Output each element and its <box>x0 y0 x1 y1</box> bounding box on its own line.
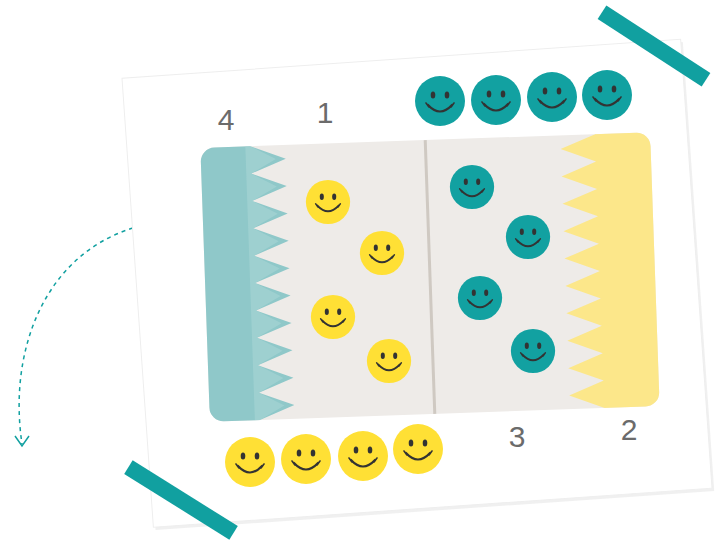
yellow-reserve <box>225 424 443 487</box>
paper-sheet <box>122 39 714 530</box>
callout-number: 3 <box>509 422 526 452</box>
playing-field <box>185 129 674 426</box>
tape <box>124 460 238 539</box>
callout-number: 4 <box>218 105 235 135</box>
teal-tokens <box>450 165 555 373</box>
arrow-head <box>15 436 29 446</box>
dashed-arrow <box>19 228 133 444</box>
teal-reserve <box>415 70 632 126</box>
yellow-tokens <box>306 180 411 383</box>
callout-number: 1 <box>317 98 334 128</box>
callout-number: 2 <box>621 415 638 445</box>
